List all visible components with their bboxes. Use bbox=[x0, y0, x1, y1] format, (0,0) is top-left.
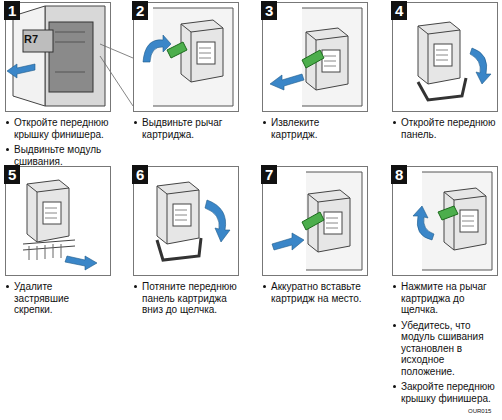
instruction-text: Выдвиньте модуль сшивания. bbox=[5, 144, 109, 167]
panel-2-art bbox=[143, 8, 233, 106]
step-captions: Аккуратно вставьте картридж на место. bbox=[262, 281, 366, 308]
instruction-line: Откройте переднюю крышку финишера. bbox=[14, 117, 109, 140]
bullet bbox=[393, 385, 396, 388]
instruction-text: Удалите застрявшие скрепки. bbox=[5, 281, 109, 316]
instruction-text: Извлеките картридж. bbox=[262, 117, 366, 140]
bullet bbox=[393, 121, 396, 124]
instruction-line: Выдвиньте рычаг картриджа. bbox=[142, 117, 223, 140]
instruction-line: Извлеките картридж. bbox=[271, 117, 319, 140]
bullet bbox=[6, 285, 9, 288]
panel-6-art bbox=[157, 182, 230, 260]
instruction-text: Аккуратно вставьте картридж на место. bbox=[262, 281, 366, 304]
instruction-text: Потяните переднюю панель картриджа вниз … bbox=[133, 281, 237, 316]
instruction-line: Потяните переднюю панель картриджа вниз … bbox=[142, 281, 237, 315]
bullet bbox=[393, 324, 396, 327]
step-number: 1 bbox=[4, 1, 20, 20]
step-number: 2 bbox=[132, 1, 148, 20]
panel-5-art bbox=[23, 180, 97, 270]
instruction-text: Нажмите на рычаг картриджа до щелчка. bbox=[392, 281, 496, 316]
panel-frame bbox=[5, 166, 111, 276]
bullet bbox=[134, 285, 137, 288]
step-number: 7 bbox=[261, 165, 277, 184]
panel-frame bbox=[262, 166, 368, 276]
part-label: R7 bbox=[24, 33, 38, 45]
instruction-text: Откройте переднюю крышку финишера. bbox=[5, 117, 109, 140]
panel-7-art bbox=[272, 172, 362, 270]
step-number: 6 bbox=[132, 165, 148, 184]
step-number: 3 bbox=[261, 1, 277, 20]
step-captions: Удалите застрявшие скрепки. bbox=[5, 281, 109, 320]
step-number: 4 bbox=[391, 1, 407, 20]
instruction-line: Аккуратно вставьте картридж на место. bbox=[271, 281, 362, 304]
bullet bbox=[134, 121, 137, 124]
instruction-line: Нажмите на рычаг картриджа до щелчка. bbox=[401, 281, 487, 315]
panel-frame bbox=[133, 166, 239, 276]
step-captions: Откройте переднюю панель. bbox=[392, 117, 496, 144]
instruction-text: Откройте переднюю панель. bbox=[392, 117, 496, 140]
bullet bbox=[393, 285, 396, 288]
bullet bbox=[263, 121, 266, 124]
panel-3-art bbox=[270, 8, 362, 106]
step-captions: Извлеките картридж. bbox=[262, 117, 366, 144]
step-captions: Потяните переднюю панель картриджа вниз … bbox=[133, 281, 237, 320]
instruction-line: Закройте переднюю крышку финишера. bbox=[401, 381, 495, 404]
instruction-text: Выдвиньте рычаг картриджа. bbox=[133, 117, 237, 140]
panel-8-art bbox=[413, 172, 492, 270]
step-captions: Выдвиньте рычаг картриджа. bbox=[133, 117, 237, 144]
instruction-line: Убедитесь, что модуль сшивания установле… bbox=[401, 320, 484, 377]
step-number: 8 bbox=[391, 165, 407, 184]
step-captions: Откройте переднюю крышку финишера. Выдвин… bbox=[5, 117, 109, 171]
panel-frame bbox=[133, 2, 239, 112]
panel-frame bbox=[392, 166, 498, 276]
instruction-line: Удалите застрявшие скрепки. bbox=[14, 281, 69, 315]
instruction-text: Закройте переднюю крышку финишера. bbox=[392, 381, 496, 404]
figure-code: OUR015 bbox=[468, 408, 491, 414]
instruction-line: Откройте переднюю панель. bbox=[401, 117, 496, 140]
panel-frame bbox=[5, 2, 111, 112]
bullet bbox=[6, 121, 9, 124]
panel-1-art bbox=[7, 6, 105, 106]
step-captions: Нажмите на рычаг картриджа до щелчка. Убе… bbox=[392, 281, 496, 408]
instruction-line: Выдвиньте модуль сшивания. bbox=[14, 144, 101, 167]
bullet bbox=[6, 148, 9, 151]
panel-frame bbox=[392, 2, 498, 112]
panel-4-art bbox=[418, 22, 491, 100]
step-number: 5 bbox=[4, 165, 20, 184]
instruction-text: Убедитесь, что модуль сшивания установле… bbox=[392, 320, 496, 378]
panel-frame bbox=[262, 2, 368, 112]
bullet bbox=[263, 285, 266, 288]
